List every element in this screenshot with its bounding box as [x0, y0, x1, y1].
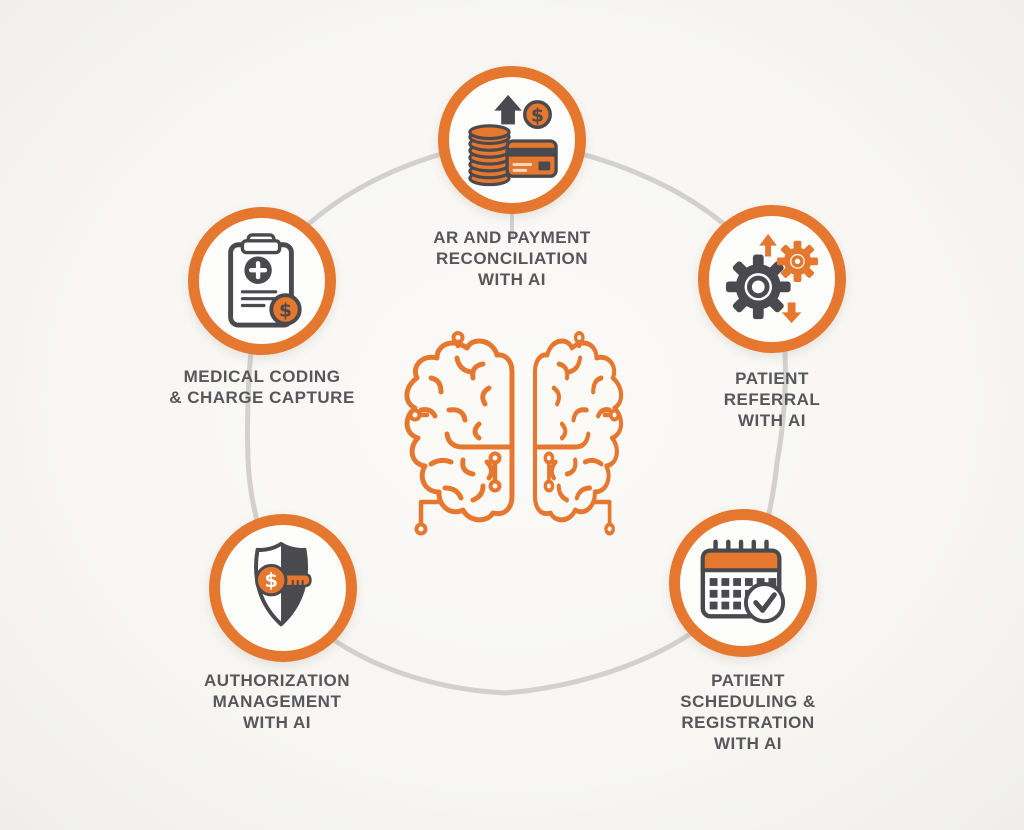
clipboard-coding-icon: $	[228, 233, 302, 328]
node-authorization-circle: $	[209, 514, 357, 662]
gears-referral-icon	[725, 233, 819, 324]
node-label-ar-payment: AR AND PAYMENT RECONCILIATION WITH AI	[433, 228, 591, 289]
clipboard-clip	[240, 239, 282, 255]
node-ar-payment-circle: $	[438, 66, 586, 214]
coins-payment-icon: $	[468, 94, 558, 187]
calendar-check-icon	[700, 539, 786, 624]
svg-text:$: $	[264, 569, 278, 592]
document-lines	[240, 290, 278, 308]
small-gear-icon	[776, 240, 819, 282]
dollar-key-icon: $	[255, 563, 312, 597]
center-brain	[401, 330, 633, 542]
node-medical-coding-circle: $	[188, 207, 336, 355]
node-patient-referral-circle	[698, 205, 846, 353]
svg-text:$: $	[531, 105, 544, 126]
down-arrow-icon	[781, 302, 802, 324]
shield-key-icon: $	[254, 541, 312, 627]
node-label-medical-coding: MEDICAL CODING & CHARGE CAPTURE	[169, 367, 355, 407]
check-circle-icon	[743, 582, 786, 624]
medical-cross-icon	[244, 256, 272, 284]
node-label-patient-referral: PATIENT REFERRAL WITH AI	[723, 369, 821, 430]
svg-text:$: $	[279, 300, 292, 321]
dollar-coin-icon: $	[269, 293, 302, 326]
node-label-authorization: AUTHORIZATION MANAGEMENT WITH AI	[204, 671, 350, 732]
up-arrow-icon	[494, 94, 522, 125]
node-label-scheduling: PATIENT SCHEDULING & REGISTRATION WITH A…	[680, 671, 816, 753]
ai-brain-circuit-icon	[404, 330, 633, 542]
coin-stack-icon	[468, 124, 511, 187]
node-patient-scheduling-circle	[669, 509, 817, 657]
up-arrow-icon	[759, 233, 777, 257]
dollar-coin-icon: $	[523, 100, 552, 129]
big-gear-icon	[725, 254, 791, 320]
credit-card-icon	[505, 139, 558, 178]
